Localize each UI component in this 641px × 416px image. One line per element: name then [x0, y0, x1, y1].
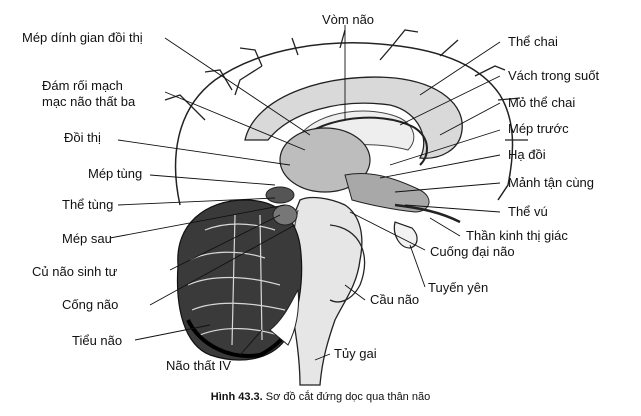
label-ha-doi: Hạ đồi — [508, 147, 546, 162]
label-tuy-gai: Tủy gai — [334, 346, 377, 361]
label-mep-dinh-gian-doi-thi: Mép dính gian đồi thị — [22, 30, 143, 45]
label-cong-nao: Cống não — [62, 297, 119, 312]
optic-nerve — [394, 203, 461, 224]
label-mo-the-chai: Mỏ thể chai — [508, 95, 576, 110]
label-tuyen-yen: Tuyến yên — [428, 280, 489, 295]
hypothalamus — [344, 172, 430, 213]
label-the-tung: Thể tùng — [62, 197, 114, 212]
label-doi-thi: Đồi thị — [64, 130, 101, 145]
label-cuong-dai-nao: Cuống đại não — [430, 244, 515, 259]
label-mep-tung: Mép tùng — [88, 166, 143, 181]
label-manh-tan-cung: Mảnh tận cùng — [508, 175, 595, 190]
pituitary — [393, 221, 418, 249]
label-dam-roi-line1: Đám rối mạch — [42, 78, 123, 93]
fourth-ventricle — [269, 288, 299, 346]
corpus-callosum — [244, 76, 463, 159]
label-vom-nao: Vòm não — [322, 12, 375, 27]
pons — [329, 224, 366, 303]
label-nao-that-iv: Não thất IV — [166, 358, 232, 373]
label-the-vu: Thể vú — [508, 204, 548, 219]
label-mep-truoc: Mép trước — [508, 121, 569, 136]
superior-colliculus — [272, 204, 298, 226]
label-than-kinh-thi-giac: Thần kinh thị giác — [466, 228, 568, 243]
label-cau-nao: Cầu não — [370, 292, 420, 307]
label-vach-trong-suot: Vách trong suốt — [508, 68, 600, 83]
gyri-lines — [164, 29, 528, 141]
caption-number: Hình 43.3. — [210, 391, 263, 403]
leader-lines — [109, 25, 501, 361]
cerebrum-outline — [174, 42, 514, 206]
label-tieu-nao: Tiểu não — [72, 333, 123, 348]
caption-text: Sơ đồ cắt đứng dọc qua thân não — [262, 391, 431, 403]
label-cu-nao-sinh-tu: Củ não sinh tư — [32, 264, 118, 279]
label-mep-sau: Mép sau — [62, 231, 112, 246]
cerebellum — [176, 199, 303, 361]
label-dam-roi-line2: mạc não thất ba — [42, 94, 136, 109]
label-the-chai: Thể chai — [508, 34, 558, 49]
figure-caption: Hình 43.3. Sơ đồ cắt đứng dọc qua thân n… — [0, 391, 641, 403]
pineal — [265, 186, 295, 204]
